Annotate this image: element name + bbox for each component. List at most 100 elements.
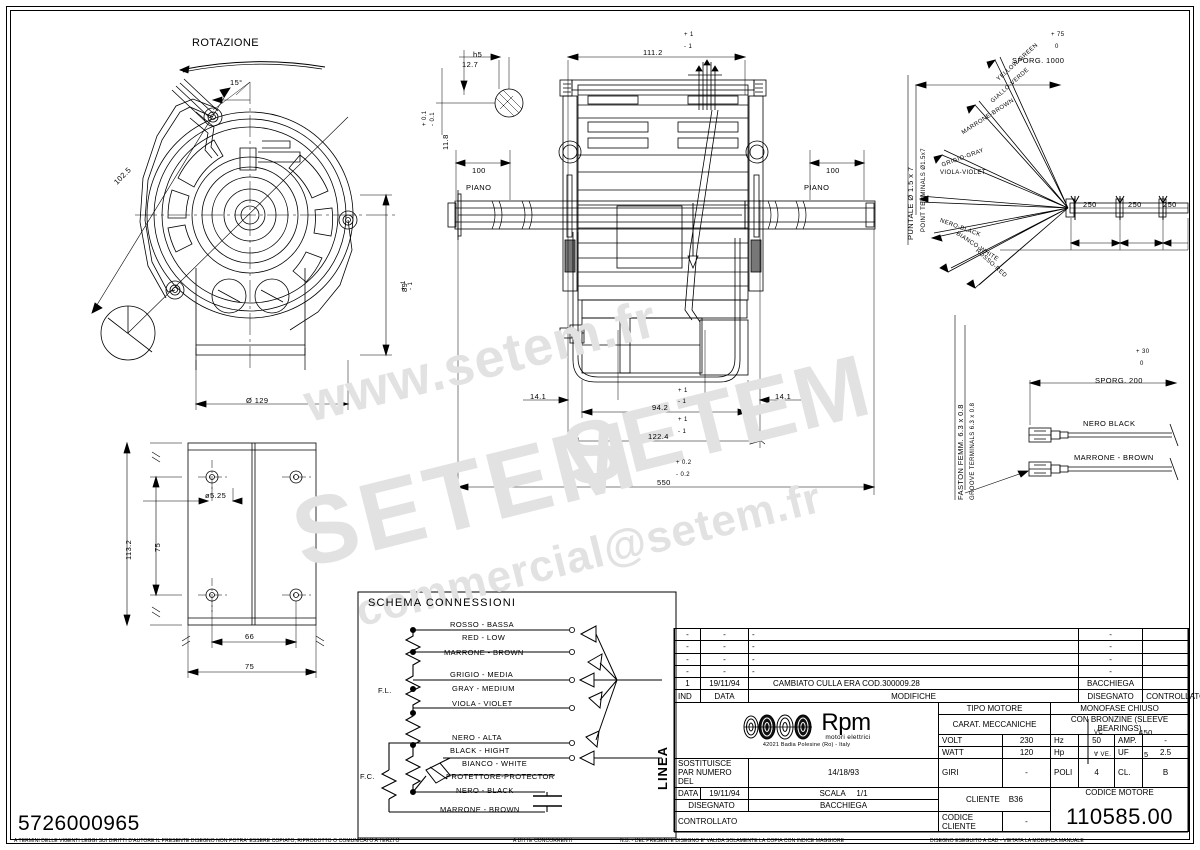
rev-controllato [1142, 627, 1190, 642]
cliente-cell: CLIENTE B36 [938, 786, 1051, 813]
data-label: DATA [674, 786, 701, 801]
rev-ind: 1 [674, 677, 701, 691]
rev-modifiche: - [747, 640, 1080, 654]
vve-value: 5 [1144, 750, 1149, 759]
sostituisce-label: SOSTITUISCE PAR NUMERO DEL [674, 758, 749, 788]
tol-89-plus: + 1 [401, 280, 407, 290]
revision-header-row: IND DATA MODIFICHE DISEGNATO CONTROLLATO [674, 689, 1200, 703]
schema-row-grigio-media: GRIGIO - MEDIA [450, 670, 514, 679]
footer-cad-note: DISEGNO ESEGUITO A CAD - VIETATA LA MODI… [930, 838, 1084, 844]
rev-ind: - [674, 652, 701, 666]
tol-1112-plus: + 1 [684, 32, 694, 38]
schema-row-protettore: PROTETTORE-PROTECTOR [446, 772, 555, 781]
rev-disegnato: - [1078, 664, 1144, 679]
tol-550-minus: - 0.2 [676, 472, 691, 478]
tol-1224-minus: - 1 [678, 429, 687, 435]
header-ind: IND [674, 689, 701, 703]
faston-lead-black-label: NERO BLACK [1083, 419, 1136, 428]
rev-modifiche: - [747, 627, 1080, 642]
codice-motore-label: CODICE MOTORE [1085, 788, 1154, 798]
rpm-address: 42021 Badia Polesine (Ro) - Italy [762, 742, 851, 749]
dim-pitch-250-b: 250 [1128, 200, 1142, 209]
footer-validity-note: N.B. - DEL PRESENTE DISEGNO E' VALIDA SO… [620, 838, 845, 844]
disegnato-value: BACCHIEGA [748, 799, 939, 813]
rpm-logo: Rpm motori elettrici [679, 711, 934, 741]
label-h5: h5 [473, 50, 483, 59]
rev-modifiche: - [747, 652, 1080, 666]
sheet-border-outer [6, 6, 1194, 844]
schema-row-nero-alta: NERO - ALTA [452, 733, 502, 742]
codice-cliente-value: - [1002, 811, 1051, 832]
revision-row: - - - - [674, 640, 1190, 654]
revision-row: - - - - [674, 652, 1190, 666]
dim-hole-525: ø5.25 [205, 491, 227, 500]
footer-copyright-note: A TERMINI DELLE VIGENTI LEGGI SUI DIRITT… [14, 838, 400, 844]
label-sporg-200: SPORG. 200 [1095, 376, 1143, 385]
watt-value: 120 [1002, 745, 1051, 760]
label-rotazione: ROTAZIONE [192, 37, 259, 49]
vc-value: 450 [1139, 728, 1153, 737]
revision-row: - - - - [674, 664, 1190, 679]
rev-controllato [1142, 677, 1190, 691]
tol-550-plus: + 0.2 [676, 460, 692, 466]
dim-75-vertical: 75 [153, 542, 162, 552]
controllato-label: CONTROLLATO [674, 811, 939, 832]
rev-controllato [1142, 664, 1190, 679]
tol-sporg200-zero: 0 [1140, 361, 1144, 367]
header-modifiche: MODIFICHE [747, 689, 1080, 703]
faston-lead-brown-label: MARRONE - BROWN [1074, 453, 1154, 462]
giri-value: - [1002, 758, 1051, 788]
tipo-motore-value: MONOFASE CHIUSO [1049, 701, 1190, 716]
schema-title: SCHEMA CONNESSIONI [368, 597, 517, 609]
label-angle-15deg: 15° [230, 78, 243, 87]
label-piano-right: PIANO [804, 183, 830, 192]
rev-data: - [700, 664, 749, 679]
schema-row-viola-violet: VIOLA - VIOLET [452, 699, 513, 708]
rev-modifiche: - [747, 664, 1080, 679]
dim-75-horizontal: 75 [245, 662, 255, 671]
rev-data: - [700, 652, 749, 666]
data-scala-row: DATA 19/11/94 SCALA 1/1 CLIENTE B36 CODI… [674, 786, 1190, 833]
rev-data: 19/11/94 [700, 677, 749, 691]
rev-disegnato: BACCHIEGA [1078, 677, 1144, 691]
dim-66: 66 [245, 632, 255, 641]
dim-diameter-129: Ø 129 [246, 396, 269, 405]
scala-pair: SCALA 1/1 [748, 786, 939, 801]
title-block: - - - - - - - - - - - - - - [674, 627, 1200, 833]
revision-row-active: 1 19/11/94 CAMBIATO CULLA ERA COD.300009… [674, 677, 1190, 691]
dim-127: 12.7 [462, 60, 479, 69]
tol-small-minus: - 0.1 [430, 111, 436, 126]
poli-value: 4 [1078, 758, 1116, 788]
tol-1112-minus: - 1 [684, 44, 693, 50]
codice-motore-cell: CODICE MOTORE 110585.00 [1049, 786, 1190, 833]
hp-label: Hp [1049, 745, 1080, 760]
carat-value: CON BRONZINE (SLEEVE BEARINGS) [1049, 714, 1190, 735]
schema-row-rosso-bassa: ROSSO - BASSA [450, 620, 514, 629]
rev-ind: - [674, 627, 701, 642]
codice-motore-value: 110585.00 [1066, 804, 1173, 830]
uf-label: UF [1114, 745, 1144, 760]
dim-550: 550 [657, 478, 671, 487]
label-groove-terminals: GROOVE TERMINALS 6.3 x 0.8 [970, 402, 976, 500]
dim-100-right: 100 [826, 166, 840, 175]
disegnato-label: DISEGNATO [674, 799, 749, 813]
rev-data: - [700, 640, 749, 654]
tipo-motore-label: TIPO MOTORE [938, 701, 1051, 716]
volt-label: VOLT [938, 733, 1003, 747]
label-faston-femm: FASTON FEMM. 6.3 x 0.8 [956, 404, 965, 500]
rev-modifiche: CAMBIATO CULLA ERA COD.300009.28 [747, 677, 1080, 691]
codice-cliente-label: CODICE CLIENTE [938, 811, 1003, 832]
watt-label: WATT [938, 745, 1003, 760]
dim-pitch-250-c: 250 [1163, 200, 1177, 209]
tol-sporg1000-plus: + 75 [1051, 32, 1065, 38]
vve-label: V VE. [1094, 752, 1112, 758]
poli-label: POLI [1049, 758, 1080, 788]
dim-pitch-250-a: 250 [1083, 200, 1097, 209]
schema-row-nero-black: NERO - BLACK [456, 786, 514, 795]
data-value: 19/11/94 [700, 786, 749, 801]
tol-sporg1000-zero: 0 [1055, 44, 1059, 50]
sostituisce-row: SOSTITUISCE PAR NUMERO DEL 14/18/93 GIRI… [674, 758, 1190, 788]
title-block-table: - - - - - - - - - - - - - - [674, 627, 1200, 833]
tol-1224-plus: + 1 [678, 417, 688, 423]
rev-controllato [1142, 640, 1190, 654]
